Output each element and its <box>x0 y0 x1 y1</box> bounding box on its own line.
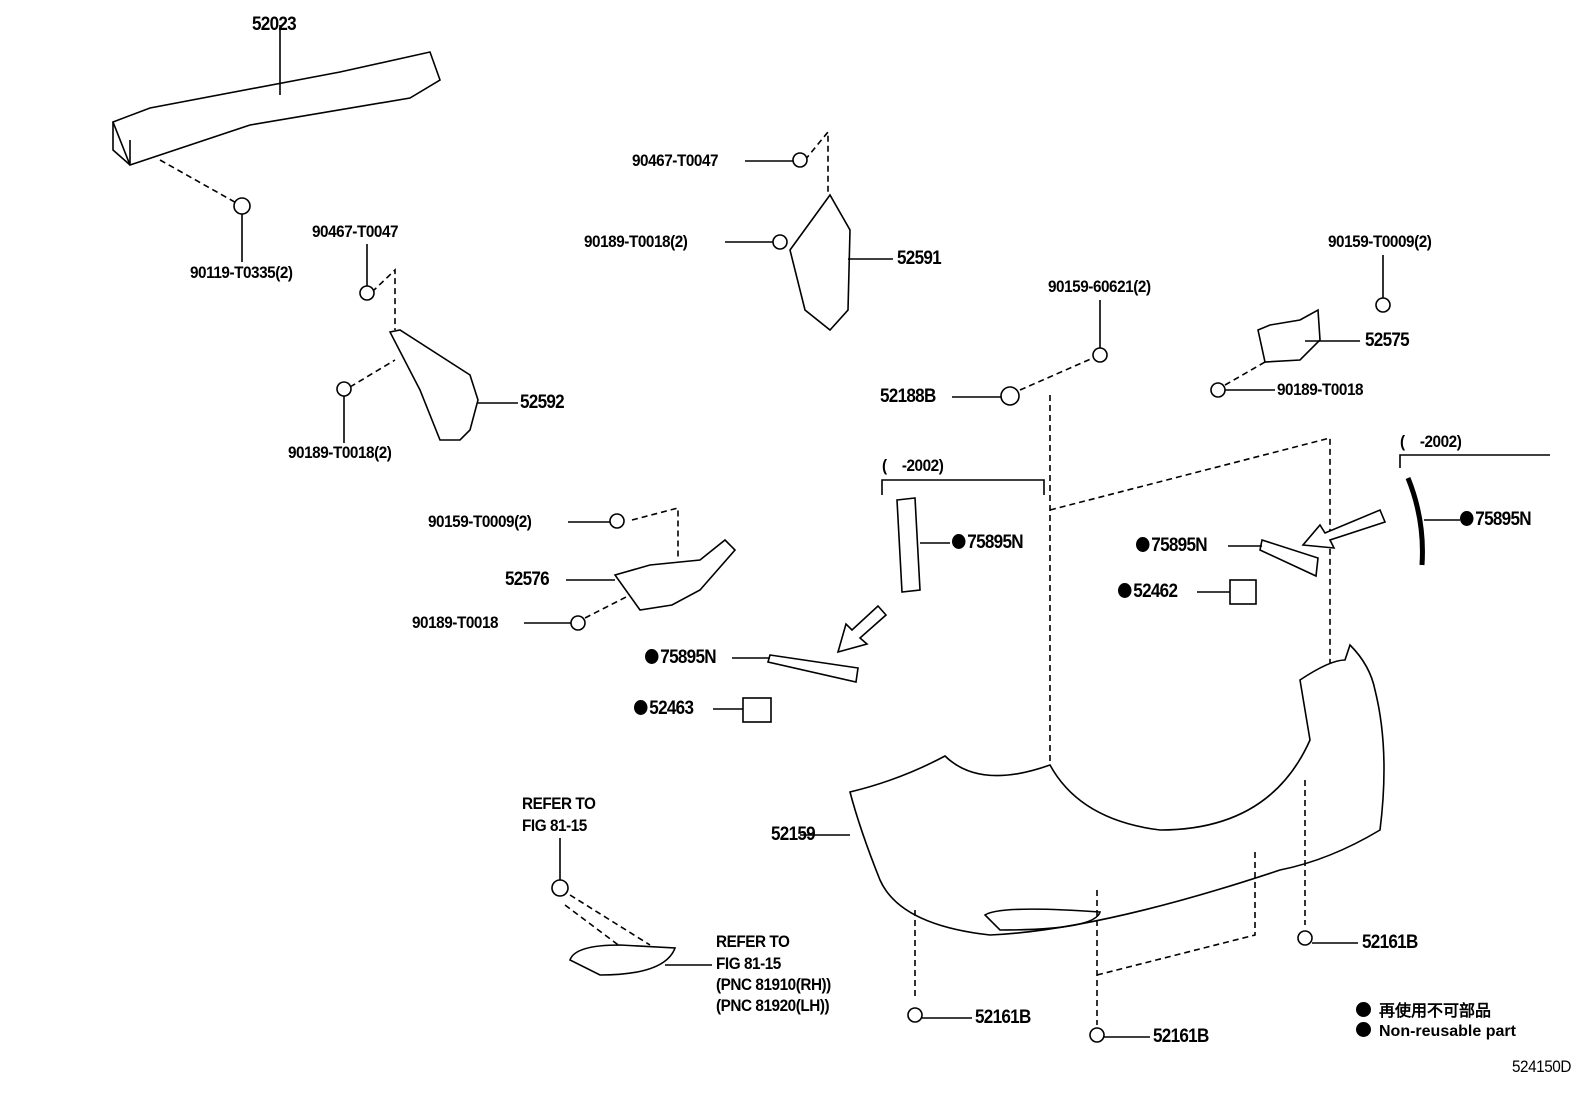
part-label-52462[interactable]: 52462 <box>1118 581 1178 602</box>
bracket-52592-drawing <box>388 329 479 441</box>
non-reusable-dot-icon <box>634 700 648 715</box>
part-label-52161B[interactable]: 52161B <box>1153 1026 1209 1047</box>
part-label-52023[interactable]: 52023 <box>252 14 297 35</box>
date-range-label: ( -2002) <box>1400 432 1462 451</box>
part-label-52591[interactable]: 52591 <box>897 248 942 269</box>
non-reusable-dot-icon <box>1356 1022 1371 1037</box>
part-label-90119-T0335[interactable]: 90119-T0335(2) <box>190 263 293 282</box>
part-label-90159-T0009[interactable]: 90159-T0009(2) <box>1328 232 1432 251</box>
legend-en-text: Non-reusable part <box>1379 1023 1516 1040</box>
refer-to-text: REFER TO <box>716 932 790 951</box>
part-number: 75895N <box>1475 509 1531 530</box>
pnc-rh-text: (PNC 81910(RH)) <box>716 975 831 994</box>
part-label-75895N[interactable]: 75895N <box>1460 509 1532 530</box>
part-number: 75895N <box>660 647 716 668</box>
part-label-52592[interactable]: 52592 <box>520 392 565 413</box>
legend-en: Non-reusable part <box>1356 1022 1516 1041</box>
part-label-52159[interactable]: 52159 <box>771 824 816 845</box>
part-label-90467-T0047[interactable]: 90467-T0047 <box>312 222 399 241</box>
part-number: 75895N <box>1151 535 1207 556</box>
part-number: 52462 <box>1133 581 1178 602</box>
part-label-52161B[interactable]: 52161B <box>1362 932 1418 953</box>
refer-fig-link[interactable]: FIG 81-15 <box>522 816 587 835</box>
part-label-90189-T0018[interactable]: 90189-T0018(2) <box>288 443 392 462</box>
pnc-lh-text: (PNC 81920(LH)) <box>716 996 830 1015</box>
part-label-90189-T0018[interactable]: 90189-T0018 <box>412 613 499 632</box>
refer-fig-link[interactable]: FIG 81-15 <box>716 954 781 973</box>
part-label-52463[interactable]: 52463 <box>634 698 694 719</box>
bumper-reinforcement-drawing <box>111 25 441 166</box>
part-label-90159-60621[interactable]: 90159-60621(2) <box>1048 277 1151 296</box>
non-reusable-dot-icon <box>645 649 659 664</box>
part-number: 75895N <box>967 532 1023 553</box>
part-label-75895N[interactable]: 75895N <box>645 647 717 668</box>
diagram-id: 524150D <box>1512 1057 1571 1076</box>
part-label-90189-T0018[interactable]: 90189-T0018(2) <box>584 232 688 251</box>
date-range-label: ( -2002) <box>882 456 944 475</box>
legend-jp: 再使用不可部品 <box>1356 997 1491 1021</box>
bolt-icon <box>233 197 251 215</box>
part-label-90159-T0009[interactable]: 90159-T0009(2) <box>428 512 532 531</box>
bracket-52591-drawing <box>789 193 851 332</box>
bracket-52575-drawing <box>1257 308 1321 363</box>
bumper-cover-drawing <box>849 643 1385 936</box>
non-reusable-dot-icon <box>952 534 966 549</box>
bracket-52576-drawing <box>613 538 737 611</box>
legend-jp-text: 再使用不可部品 <box>1379 1003 1492 1020</box>
part-label-52188B[interactable]: 52188B <box>880 386 936 407</box>
part-label-52575[interactable]: 52575 <box>1365 330 1410 351</box>
part-label-52576[interactable]: 52576 <box>505 569 550 590</box>
non-reusable-dot-icon <box>1136 537 1150 552</box>
refer-to-text: REFER TO <box>522 794 596 813</box>
non-reusable-dot-icon <box>1356 1002 1371 1017</box>
non-reusable-dot-icon <box>1460 511 1474 526</box>
non-reusable-dot-icon <box>1118 583 1132 598</box>
reflector-drawing <box>569 944 677 976</box>
part-number: 52463 <box>649 698 694 719</box>
part-label-90189-T0018[interactable]: 90189-T0018 <box>1277 380 1364 399</box>
part-label-90467-T0047[interactable]: 90467-T0047 <box>632 151 719 170</box>
part-label-75895N[interactable]: 75895N <box>1136 535 1208 556</box>
part-label-52161B[interactable]: 52161B <box>975 1007 1031 1028</box>
part-label-75895N[interactable]: 75895N <box>952 532 1024 553</box>
